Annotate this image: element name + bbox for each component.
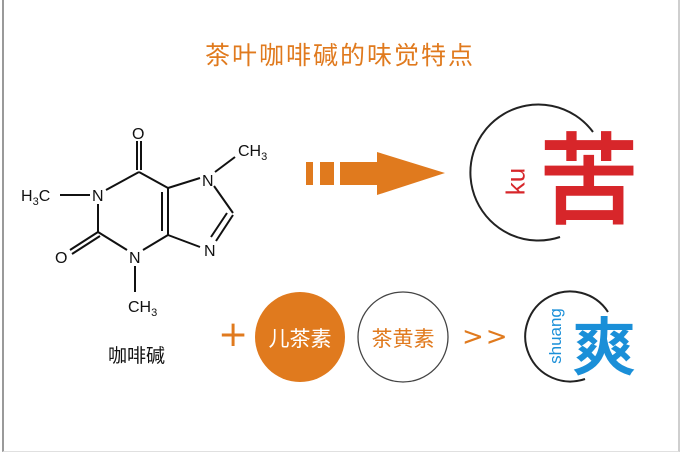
caffeine-structure (60, 141, 236, 292)
double-chevron-icon: >> (462, 322, 510, 352)
atom-o-left: O (55, 250, 67, 267)
fresh-char: 爽 (573, 311, 636, 384)
catechin-circle (255, 292, 345, 382)
bitter-ring (469, 103, 594, 242)
page-title: 茶叶咖啡碱的味觉特点 (204, 41, 475, 70)
bitter-pinyin: ku (500, 167, 531, 196)
fresh-pinyin: shuang (546, 308, 565, 364)
molecule-name: 咖啡碱 (108, 345, 166, 367)
plus-icon: + (218, 314, 249, 355)
atom-n7: N (202, 173, 214, 190)
theaflavin-circle (357, 291, 449, 383)
arrow-icon (306, 152, 445, 195)
atom-n3: N (129, 250, 141, 267)
theaflavin-label: 茶黄素 (371, 327, 435, 351)
atom-n1: N (92, 188, 104, 205)
catechin-label: 儿茶素 (268, 327, 332, 351)
bitter-char: 苦 (540, 125, 639, 239)
atom-h3c-left: H3C (21, 188, 50, 208)
atom-o-top: O (132, 126, 144, 143)
atom-ch3-top: CH3 (238, 143, 267, 163)
fresh-ring (524, 290, 609, 383)
atom-ch3-bottom: CH3 (128, 299, 157, 319)
atom-n9: N (204, 243, 216, 260)
